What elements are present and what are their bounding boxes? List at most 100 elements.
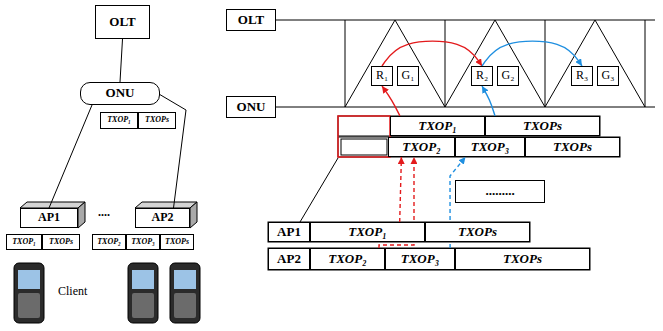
txop-cell: TXOPs	[42, 234, 80, 250]
txop-cell: TXOP₁	[310, 222, 425, 242]
txop-cell: TXOPs	[425, 222, 530, 242]
client-label: Client	[58, 285, 87, 298]
box-text: TXOPs	[458, 225, 497, 239]
ap-label-box: AP2	[268, 248, 310, 270]
message-zigzag	[345, 20, 645, 107]
box-text: TXOP₁	[418, 119, 456, 133]
connector	[382, 86, 400, 116]
box-text: TXOPs	[49, 238, 73, 247]
txop-cell: TXOP₃	[455, 137, 525, 157]
txop-cell: TXOPs	[525, 137, 620, 157]
txop-cell: TXOPs	[138, 112, 176, 129]
box-text: OLT	[109, 15, 135, 29]
box-text: TXOP₂	[97, 238, 121, 247]
connector	[400, 157, 402, 222]
txop-cell: TXOP₁	[390, 116, 485, 136]
txop-cell: TXOP₁	[6, 234, 42, 250]
box-text: AP1	[277, 225, 301, 239]
box-text: AP2	[152, 211, 174, 224]
gate-box: G₁	[397, 66, 419, 86]
ellipsis-box: .........	[455, 180, 545, 203]
box-text: OLT	[238, 13, 264, 27]
box-text: .........	[485, 184, 514, 198]
olt-timeline	[276, 20, 655, 21]
phone-screen	[132, 270, 154, 289]
phone-keypad	[18, 293, 40, 318]
ap-box-side	[78, 202, 85, 228]
onu-box: ONU	[80, 82, 160, 105]
connector	[482, 86, 495, 116]
connector	[49, 105, 92, 208]
phone-keypad	[132, 293, 154, 318]
phone-screen	[18, 270, 40, 289]
box-text: G₃	[602, 69, 615, 82]
box-text: TXOP₂	[402, 140, 440, 154]
red-outline	[338, 116, 390, 157]
phone-icon	[170, 263, 200, 323]
box-text: ONU	[106, 86, 135, 100]
txop-cell: TXOP₂	[310, 248, 385, 270]
box-text: R₁	[376, 69, 388, 82]
report-box: R₁	[371, 66, 393, 86]
box-text: TXOP₁	[348, 225, 386, 239]
box-text: TXOP₁	[12, 238, 36, 247]
uplink-line	[300, 158, 338, 222]
ap-box: AP1	[20, 208, 78, 228]
box-text: AP2	[277, 252, 301, 266]
box-text: TXOPs	[553, 140, 592, 154]
phone-screen	[174, 270, 196, 289]
box-text: G₂	[502, 69, 515, 82]
box-text: G₁	[402, 69, 415, 82]
box-text: TXOP₁	[107, 116, 131, 125]
ellipsis-label: ....	[98, 206, 110, 219]
connector	[382, 41, 482, 66]
txop-cell: TXOP₂	[388, 137, 455, 157]
ap-label-box: AP1	[268, 222, 310, 242]
report-box: R₃	[571, 66, 593, 86]
box-text: AP1	[38, 211, 60, 224]
phone-icon	[14, 263, 44, 323]
cycle-line	[445, 20, 446, 107]
box-text: TXOP₂	[328, 252, 366, 266]
gate-box: G₃	[597, 66, 619, 86]
box-text: TXOP₃	[471, 140, 509, 154]
phone-body	[170, 263, 200, 323]
gate-box: G₂	[497, 66, 519, 86]
txop-cell: TXOP₃	[126, 234, 160, 250]
box-text: R₃	[576, 69, 588, 82]
queue-row	[338, 137, 620, 157]
ap-box-side	[190, 202, 197, 228]
connector	[482, 41, 582, 66]
olt-box: OLT	[95, 5, 150, 39]
queue-row	[338, 116, 600, 136]
connector	[120, 39, 123, 82]
box-text: TXOPs	[145, 116, 169, 125]
ap-row	[268, 248, 590, 270]
txop-cell: TXOPs	[160, 234, 194, 250]
box-text: TXOPs	[523, 119, 562, 133]
olt-label-box: OLT	[226, 9, 276, 31]
phone-body	[128, 263, 158, 323]
onu-timeline	[276, 107, 655, 108]
onu-label-box: ONU	[226, 96, 276, 118]
txop-cell: TXOP₂	[92, 234, 126, 250]
phone-keypad	[174, 293, 196, 318]
box-text: R₂	[476, 69, 488, 82]
report-box: R₂	[471, 66, 493, 86]
txop-cell: TXOP₃	[385, 248, 455, 270]
cycle-line	[345, 20, 346, 107]
phone-body	[14, 263, 44, 323]
cycle-line	[645, 20, 646, 107]
box-text: TXOPs	[165, 238, 189, 247]
ap-box: AP2	[135, 208, 190, 228]
box-text: TXOP₃	[401, 252, 439, 266]
box-text: ONU	[237, 100, 266, 114]
box-text: TXOPs	[503, 252, 542, 266]
txop-cell: TXOP₁	[100, 112, 138, 129]
phone-icon	[128, 263, 158, 323]
box-text: TXOP₃	[131, 238, 155, 247]
txop-cell: TXOPs	[485, 116, 600, 136]
